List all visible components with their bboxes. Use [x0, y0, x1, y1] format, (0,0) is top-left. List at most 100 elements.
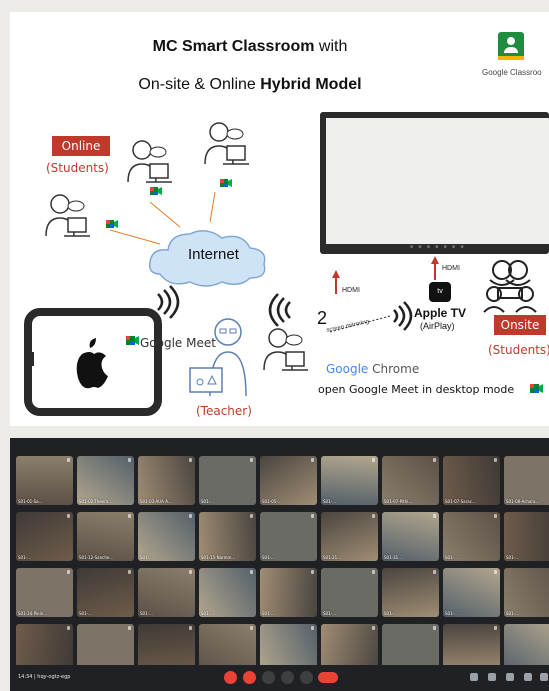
mic-muted-icon	[433, 514, 436, 518]
participant-name: S01-03-AUA A...	[140, 499, 172, 504]
mic-muted-icon	[494, 514, 497, 518]
student-laptop-icon	[127, 140, 172, 183]
hdmi-label-right: HDMI	[442, 265, 460, 272]
participant-tile[interactable]: S01-...	[382, 568, 439, 617]
mic-muted-icon	[189, 570, 192, 574]
display-toolbar: ■ ■ ■ ■ ■ ■ ■	[410, 244, 466, 250]
mic-muted-icon	[67, 626, 70, 630]
participant-name: S01-...	[140, 611, 153, 616]
participant-name: S01-...	[323, 499, 336, 504]
student-laptop-icon	[45, 194, 90, 237]
info-icon[interactable]	[470, 673, 478, 681]
activities-icon[interactable]	[524, 673, 532, 681]
participant-tile[interactable]: S01-...	[260, 512, 317, 561]
participant-tile[interactable]: S01-...	[504, 568, 549, 617]
mic-muted-icon	[67, 514, 70, 518]
mic-button[interactable]	[224, 671, 237, 684]
mic-muted-icon	[250, 514, 253, 518]
participant-tile[interactable]: S01-...	[443, 568, 500, 617]
present-button[interactable]	[281, 671, 294, 684]
participant-tile[interactable]: S01-...	[443, 512, 500, 561]
google-classroom-icon	[498, 32, 524, 58]
participant-tile[interactable]: S01-02-Theera...	[77, 456, 134, 505]
participant-tile[interactable]: S01-...	[321, 456, 378, 505]
mic-muted-icon	[128, 626, 131, 630]
participant-name: S01-...	[201, 611, 214, 616]
participant-tile[interactable]: S01-...	[260, 624, 317, 673]
participant-tile[interactable]: S01-08-Achara...	[504, 456, 549, 505]
title-bold: MC Smart Classroom	[152, 38, 315, 55]
participant-name: S01-05-...	[262, 499, 282, 504]
mic-muted-icon	[189, 514, 192, 518]
google-meet-icon	[106, 220, 118, 228]
google-chrome-label: Google Chrome	[326, 362, 419, 376]
subtitle-pre: On-site & Online	[138, 76, 261, 93]
mic-muted-icon	[189, 458, 192, 462]
participant-tile[interactable]: S01-...	[321, 568, 378, 617]
onsite-students-icon	[483, 260, 537, 313]
mic-muted-icon	[372, 458, 375, 462]
participant-tile[interactable]: S01-...	[16, 512, 73, 561]
chat-icon[interactable]	[506, 673, 514, 681]
subtitle-bold: Hybrid Model	[260, 76, 362, 93]
participant-tile[interactable]: S01-01-Sa...	[16, 456, 73, 505]
participant-name: S01-01-Sa...	[18, 499, 43, 504]
participant-tile[interactable]: S01-15-Narmm...	[199, 512, 256, 561]
network-arrows	[109, 191, 216, 245]
google-meet-icon	[220, 179, 232, 187]
participant-tile[interactable]: S01-...	[16, 624, 73, 673]
mic-muted-icon	[311, 570, 314, 574]
more-options-button[interactable]	[300, 671, 313, 684]
participant-tile[interactable]: S01-12-Sanche...	[77, 512, 134, 561]
participant-tile[interactable]: S01-...	[138, 512, 195, 561]
participant-name: S01-07-Pithi...	[384, 499, 413, 504]
host-controls-icon[interactable]	[540, 673, 548, 681]
mic-muted-icon	[67, 570, 70, 574]
participant-tile[interactable]: S01-21...	[321, 512, 378, 561]
desktop-mode-label: open Google Meet in desktop mode	[318, 383, 515, 396]
people-icon[interactable]	[488, 673, 496, 681]
participant-name: S01-...	[506, 555, 519, 560]
end-call-button[interactable]	[318, 672, 338, 683]
mic-muted-icon	[372, 514, 375, 518]
participant-tile[interactable]: S01-...	[504, 512, 549, 561]
hybrid-model-diagram: MC Smart Classroom with On-site & Online…	[10, 12, 549, 426]
participant-tile[interactable]: S01-...	[382, 624, 439, 673]
google-meet-icon	[126, 336, 139, 345]
participant-tile[interactable]: S01-07-Pithi...	[382, 456, 439, 505]
participant-tile[interactable]: S01-31...	[382, 512, 439, 561]
participant-tile[interactable]: S01-05-...	[260, 456, 317, 505]
display-screen	[326, 118, 549, 244]
participant-name: S01-...	[323, 611, 336, 616]
mic-muted-icon	[311, 514, 314, 518]
participant-tile[interactable]: S01-07-Sarac...	[443, 456, 500, 505]
step-number: 2	[317, 308, 328, 328]
participant-name: S01-...	[506, 611, 519, 616]
participant-tile[interactable]: S01-...	[260, 568, 317, 617]
mic-muted-icon	[250, 570, 253, 574]
apple-tv-device: tv	[429, 282, 451, 302]
participant-tile[interactable]: S01-...	[77, 568, 134, 617]
participant-tile[interactable]: S01-...	[443, 624, 500, 673]
participant-tile[interactable]: S01-24-Pinin...	[16, 568, 73, 617]
participant-tile[interactable]: S01-03-AUA A...	[138, 456, 195, 505]
mic-muted-icon	[433, 626, 436, 630]
google-meet-icon	[530, 384, 543, 393]
participant-tile[interactable]: S01-...	[199, 456, 256, 505]
teacher-label: (Teacher)	[196, 404, 252, 418]
google-meet-icon	[150, 187, 162, 195]
camera-button[interactable]	[243, 671, 256, 684]
onsite-students-label: (Students)	[488, 343, 549, 357]
participant-tile[interactable]: S01-...	[199, 568, 256, 617]
participant-name: S01-15-Narmm...	[201, 555, 236, 560]
mic-muted-icon	[128, 570, 131, 574]
participant-name: S01-02-Theera...	[79, 499, 113, 504]
google-meet-label: Google Meet	[140, 336, 216, 350]
participant-name: S01-21...	[323, 555, 341, 560]
participant-tile[interactable]: S01-...	[138, 568, 195, 617]
title-rest: with	[314, 38, 348, 55]
mic-muted-icon	[128, 458, 131, 462]
raise-hand-button[interactable]	[262, 671, 275, 684]
hdmi-arrow	[332, 270, 340, 294]
participant-name: S01-...	[201, 499, 214, 504]
